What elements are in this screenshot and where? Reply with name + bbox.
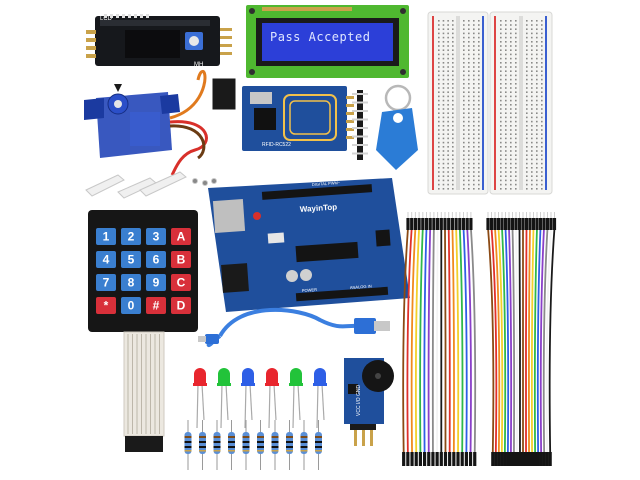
i2c-adapter-board: LCD MH <box>86 14 232 68</box>
keypad-key-label: 5 <box>128 253 135 267</box>
resistor-row <box>184 420 322 470</box>
keypad-key-label: B <box>177 253 186 267</box>
servo-motor <box>84 84 180 158</box>
keypad-key <box>146 274 166 291</box>
rfid-model-label: RFID-RC522 <box>262 142 291 148</box>
keypad-key-label: D <box>177 299 186 313</box>
keypad-key <box>96 274 116 291</box>
breadboard-right <box>489 11 553 195</box>
servo-horns <box>85 171 217 199</box>
arduino-analog-label: ANALOG IN <box>350 283 372 290</box>
keypad-key <box>171 251 191 268</box>
keypad-key-label: 7 <box>103 276 110 290</box>
jumper-wires-left <box>402 212 477 466</box>
keypad-key-label: A <box>177 230 186 244</box>
led-green <box>289 368 303 429</box>
led-blue <box>241 368 255 429</box>
keypad-key <box>96 297 116 314</box>
keypad-key-label: * <box>104 299 109 313</box>
keypad-key <box>121 251 141 268</box>
keypad-key-label: 9 <box>153 276 160 290</box>
membrane-keypad: 1 2 3 A 4 5 6 B 7 8 9 C * 0 # D <box>88 210 198 452</box>
resistor <box>228 420 235 470</box>
keypad-key <box>121 228 141 245</box>
led-red <box>265 368 279 429</box>
lcd-display-text: Pass Accepted <box>270 30 370 44</box>
keypad-key <box>146 297 166 314</box>
resistor <box>184 420 192 470</box>
keypad-key-label: # <box>153 299 160 313</box>
keypad-key <box>146 251 166 268</box>
resistor <box>257 420 264 470</box>
keypad-key <box>146 228 166 245</box>
resistor <box>271 420 279 470</box>
buzzer-module: VCC I/O GND <box>344 358 394 446</box>
arduino-digital-label: DIGITAL PWM~ <box>312 180 341 187</box>
resistor <box>199 420 206 470</box>
arduino-power-label: POWER <box>302 287 318 293</box>
led-row <box>193 368 327 429</box>
keypad-key <box>121 297 141 314</box>
lcd-1602-module: Pass Accepted <box>246 5 409 78</box>
resistor <box>286 420 293 470</box>
keypad-key <box>96 251 116 268</box>
keypad-key <box>171 274 191 291</box>
header-pins <box>352 90 368 160</box>
resistor <box>242 420 250 470</box>
keypad-key <box>96 228 116 245</box>
keypad-key <box>171 228 191 245</box>
keypad-key-label: 4 <box>103 253 110 267</box>
keypad-key-label: 1 <box>103 230 110 244</box>
servo-wires <box>169 70 236 176</box>
rfid-keyfob-tag <box>376 84 418 170</box>
keypad-key <box>171 297 191 314</box>
keypad-key-label: C <box>177 276 186 290</box>
arduino-uno-board: WayinTop DIGITAL PWM~ ANALOG IN POWER <box>208 178 410 312</box>
jumper-wires-right <box>486 212 557 466</box>
led-blue <box>313 368 327 429</box>
keypad-key-label: 6 <box>153 253 160 267</box>
usb-cable <box>198 307 390 348</box>
resistor <box>315 420 322 470</box>
rfid-rc522-module: RFID-RC522 <box>242 86 354 151</box>
keypad-key <box>121 274 141 291</box>
breadboard-left <box>427 11 489 195</box>
keypad-key-label: 2 <box>128 230 135 244</box>
resistor <box>213 420 221 470</box>
keypad-key-label: 0 <box>128 299 135 313</box>
led-green <box>217 368 231 429</box>
keypad-key-label: 3 <box>153 230 160 244</box>
led-red <box>193 368 207 429</box>
keypad-key-label: 8 <box>128 276 135 290</box>
buzzer-pin-label: VCC I/O GND <box>356 384 362 416</box>
arduino-brand-label: WayinTop <box>300 202 338 214</box>
resistor <box>300 420 308 470</box>
i2c-lcd-label: LCD <box>100 16 113 22</box>
i2c-mh-label: MH <box>194 62 203 68</box>
